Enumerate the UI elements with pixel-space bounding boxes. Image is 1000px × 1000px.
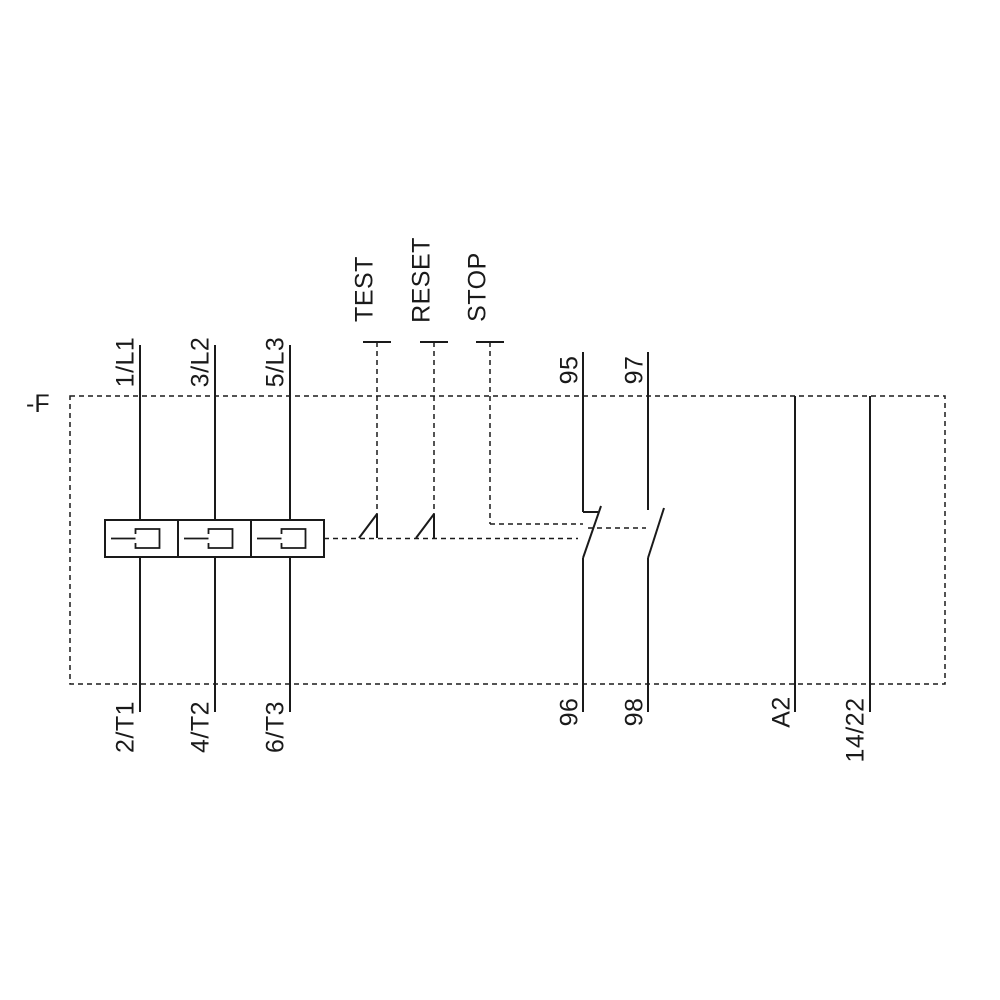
terminal-label-14-22: 14/22 [841, 697, 870, 763]
no-contact-97-98 [647, 352, 665, 712]
terminal-label-6T3: 6/T3 [261, 700, 290, 754]
reset-label: RESET [407, 237, 436, 323]
mechanical-linkage [324, 523, 646, 540]
power-pole-lines [139, 345, 291, 712]
terminal-label-4T2: 4/T2 [186, 700, 215, 754]
reset-actuator [415, 341, 448, 539]
terminal-label-1L1: 1/L1 [111, 336, 140, 388]
terminal-label-2T1: 2/T1 [111, 700, 140, 754]
device-enclosure [69, 395, 946, 685]
terminal-label-5L3: 5/L3 [261, 336, 290, 388]
thermal-overload-elements [104, 519, 325, 558]
device-designation-label: -F [26, 390, 50, 418]
terminal-label-3L2: 3/L2 [186, 336, 215, 388]
stop-actuator [476, 341, 504, 524]
terminal-label-98: 98 [620, 697, 649, 727]
terminal-label-A2: A2 [767, 696, 796, 728]
test-actuator [358, 341, 391, 539]
terminal-label-97: 97 [620, 355, 649, 385]
stop-label: STOP [463, 252, 492, 322]
terminal-label-96: 96 [555, 697, 584, 727]
nc-contact-95-96 [582, 352, 602, 712]
test-label: TEST [350, 256, 379, 322]
terminal-label-95: 95 [555, 355, 584, 385]
heater-element-symbols [111, 528, 307, 549]
